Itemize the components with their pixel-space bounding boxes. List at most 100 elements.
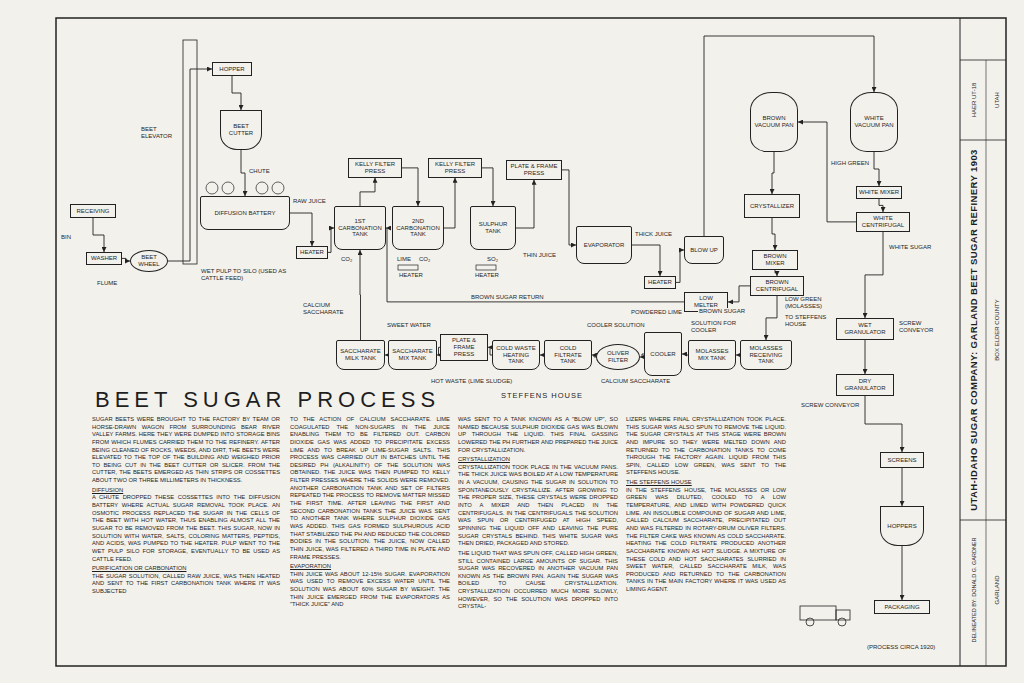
equipment-box: RECEIVING bbox=[70, 204, 116, 218]
equipment-box: WASHER bbox=[86, 252, 122, 265]
equipment-label: SULPHUR TANK bbox=[473, 221, 513, 235]
part-label: TO STEFFENS HOUSE bbox=[784, 314, 836, 328]
part-label: COOLER SOLUTION bbox=[586, 322, 646, 329]
flow-label: WHITE SUGAR bbox=[888, 244, 932, 251]
flow-label: CHUTE bbox=[248, 168, 271, 175]
equipment-label: DIFFUSION BATTERY bbox=[214, 210, 275, 217]
flow-line bbox=[360, 178, 375, 206]
part-label: CO₂ bbox=[340, 256, 353, 263]
equipment-box: HOPPERS bbox=[880, 506, 924, 546]
diffuser-cell bbox=[222, 182, 234, 194]
flow-line bbox=[360, 250, 362, 340]
equipment-label: OLIVER FILTER bbox=[599, 350, 637, 364]
equipment-label: RECEIVING bbox=[76, 208, 109, 215]
equipment-box: SACCHARATE MIX TANK bbox=[388, 340, 437, 370]
flow-line bbox=[766, 296, 777, 340]
equipment-box: WHITE MIXER bbox=[856, 186, 902, 199]
part-label: WET PULP TO SILO (USED AS CATTLE FEED) bbox=[200, 268, 296, 282]
equipment-box: PACKAGING bbox=[874, 600, 930, 614]
body-paragraph: TO THE ACTION OF CALCIUM SACCHARATE. LIM… bbox=[290, 416, 450, 561]
part-label: SCREW CONVEYOR bbox=[800, 402, 860, 409]
equipment-box: BEET WHEEL bbox=[130, 250, 168, 272]
equipment-label: BROWN CENTRIFUGAL bbox=[753, 279, 801, 293]
equipment-box: SCREENS bbox=[880, 452, 924, 468]
diffuser-cell bbox=[206, 182, 218, 194]
flow-line bbox=[482, 168, 493, 206]
equipment-label: BLOW UP bbox=[690, 247, 718, 254]
equipment-label: CRYSTALLIZER bbox=[750, 203, 794, 210]
part-label: STEFFENS HOUSE bbox=[500, 391, 584, 400]
flow-line bbox=[444, 178, 455, 228]
flow-line bbox=[402, 168, 418, 206]
equipment-label: MOLASSES MIX TANK bbox=[691, 348, 733, 362]
equipment-label: LOW MELTER bbox=[687, 295, 725, 309]
equipment-box: DRY GRANULATOR bbox=[836, 374, 894, 396]
truck-body bbox=[800, 606, 836, 620]
equipment-label: HEATER bbox=[300, 249, 324, 256]
section-heading: CRYSTALLIZATION bbox=[458, 456, 618, 464]
part-label: (PROCESS CIRCA 1920) bbox=[866, 644, 936, 651]
flow-line bbox=[874, 152, 879, 186]
equipment-label: BEET CUTTER bbox=[223, 123, 259, 137]
equipment-label: COLD WASTE HEATING TANK bbox=[495, 345, 537, 366]
flow-line bbox=[122, 258, 130, 261]
equipment-box: BEET CUTTER bbox=[220, 110, 262, 150]
title-block-divider bbox=[986, 60, 987, 666]
body-paragraph: A CHUTE DROPPED THESE COSSETTES INTO THE… bbox=[92, 494, 280, 563]
equipment-label: SACCHARATE MIX TANK bbox=[391, 348, 434, 362]
equipment-box: HEATER bbox=[644, 276, 676, 289]
body-paragraph: CRYSTALLIZATION TOOK PLACE IN THE VACUUM… bbox=[458, 464, 618, 548]
part-label: CALCIUM SACCHARATE bbox=[600, 378, 671, 385]
equipment-box: MOLASSES MIX TANK bbox=[688, 340, 736, 370]
equipment-box: HEATER bbox=[296, 246, 328, 259]
equipment-box: WHITE CENTRIFUGAL bbox=[856, 212, 910, 232]
part-label: SO₂ bbox=[486, 256, 499, 263]
text-column: WAS SENT TO A TANK KNOWN AS A "BLOW UP",… bbox=[458, 416, 618, 613]
equipment-label: WASHER bbox=[91, 255, 117, 262]
equipment-box: BLOW UP bbox=[684, 236, 724, 264]
equipment-box: PLATE & FRAME PRESS bbox=[440, 334, 488, 361]
equipment-label: EVAPORATOR bbox=[584, 242, 625, 249]
section-heading: EVAPORATION bbox=[290, 563, 450, 571]
equipment-label: HOPPERS bbox=[887, 523, 916, 530]
equipment-box: KELLY FILTER PRESS bbox=[428, 158, 482, 178]
flow-line bbox=[902, 468, 903, 506]
flow-line bbox=[865, 232, 883, 318]
title-block-divider bbox=[960, 520, 1006, 521]
text-column: TO THE ACTION OF CALCIUM SACCHARATE. LIM… bbox=[290, 416, 450, 611]
flow-label: RAW JUICE bbox=[292, 198, 327, 205]
diffuser-cell bbox=[272, 182, 284, 194]
equipment-label: BROWN VACUUM PAN bbox=[753, 115, 795, 129]
flow-line bbox=[798, 122, 856, 222]
equipment-box: SULPHUR TANK bbox=[470, 206, 516, 250]
equipment-label: WHITE MIXER bbox=[859, 189, 899, 196]
drawing-frame bbox=[56, 18, 1006, 666]
equipment-label: PLATE & FRAME PRESS bbox=[509, 163, 559, 177]
body-paragraph: THE SUGAR SOLUTION, CALLED RAW JUICE, WA… bbox=[92, 573, 280, 596]
equipment-label: WHITE CENTRIFUGAL bbox=[859, 215, 907, 229]
truck-wheel bbox=[838, 618, 846, 626]
part-label: POWDERED LIME bbox=[630, 309, 683, 316]
equipment-label: COLD FILTRATE TANK bbox=[547, 345, 589, 366]
body-paragraph: IN THE STEFFENS HOUSE, THE MOLASSES OR L… bbox=[626, 487, 786, 594]
equipment-label: HOPPER bbox=[219, 66, 244, 73]
equipment-box: SACCHARATE MILK TANK bbox=[336, 340, 385, 370]
part-label: HEATER bbox=[398, 272, 424, 279]
title-block-divider bbox=[960, 60, 1006, 61]
flow-line bbox=[772, 218, 775, 250]
section-heading: THE STEFFENS HOUSE bbox=[626, 479, 786, 487]
equipment-box: COLD FILTRATE TANK bbox=[544, 340, 592, 370]
equipment-label: MOLASSES RECEIVING TANK bbox=[743, 345, 789, 366]
body-paragraph: THE LIQUID THAT WAS SPUN OFF, CALLED HIG… bbox=[458, 550, 618, 611]
equipment-label: DRY GRANULATOR bbox=[839, 378, 891, 392]
truck-wheel bbox=[806, 618, 814, 626]
flow-line bbox=[168, 69, 212, 261]
equipment-box: OLIVER FILTER bbox=[596, 344, 640, 370]
flow-line bbox=[865, 340, 866, 374]
flow-label: BROWN SUGAR bbox=[698, 308, 746, 315]
equipment-box: DIFFUSION BATTERY bbox=[200, 196, 290, 230]
equipment-label: PLATE & FRAME PRESS bbox=[443, 337, 485, 358]
equipment-label: BROWN MIXER bbox=[755, 253, 795, 267]
body-paragraph: SUGAR BEETS WERE BROUGHT TO THE FACTORY … bbox=[92, 416, 280, 485]
equipment-box: WHITE VACUUM PAN bbox=[850, 92, 898, 152]
